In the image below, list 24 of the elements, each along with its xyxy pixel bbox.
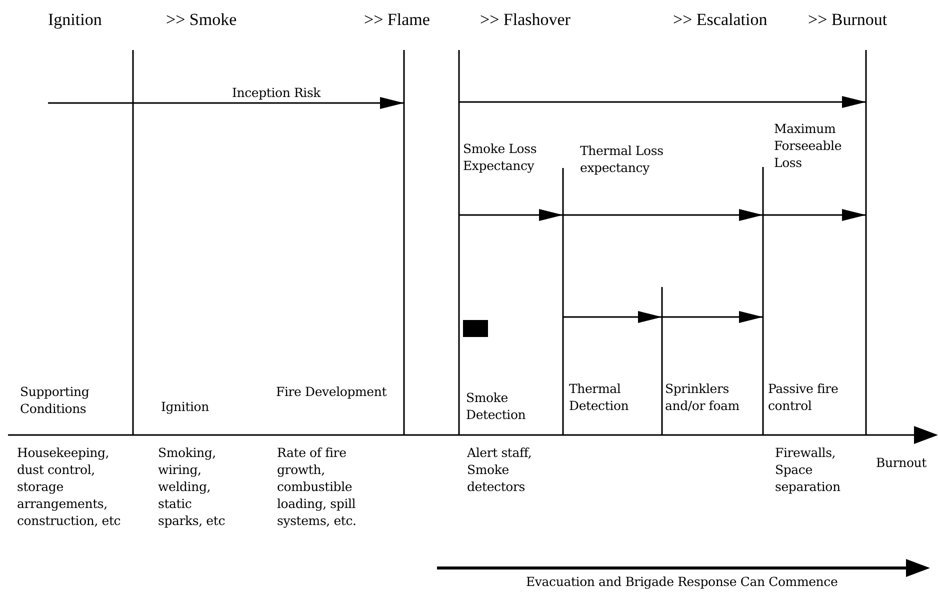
stage-label: >> Flame	[364, 10, 431, 30]
description-text: Alert staff, Smoke detectors	[467, 444, 533, 495]
stage-label: >> Escalation	[673, 10, 768, 30]
phase-label: Sprinklers and/or foam	[665, 380, 740, 414]
description-text: Rate of fire growth, combustible loading, spill systems, etc.	[277, 444, 358, 529]
stage-label: >> Burnout	[808, 10, 888, 30]
stage-label: >> Smoke	[166, 10, 238, 30]
phase-label: Thermal Detection	[569, 380, 630, 414]
description-text: Burnout	[876, 454, 928, 471]
phase-label: Supporting Conditions	[20, 383, 90, 417]
phase-label: Fire Development	[276, 383, 388, 400]
phase-label: Ignition	[161, 398, 210, 415]
phase-label: Inception Risk	[232, 84, 322, 101]
phase-label: Passive fire control	[768, 380, 840, 414]
phase-label: Maximum Forseeable Loss	[774, 120, 843, 171]
phase-label: Smoke Detection	[466, 389, 527, 423]
description-text: Housekeeping, dust control, storage arrangements, construction, etc	[17, 444, 122, 529]
description-text: Smoking, wiring, welding, static sparks, etc	[158, 444, 226, 529]
phase-label: Smoke Loss Expectancy	[463, 140, 538, 174]
stage-label: Ignition	[48, 10, 103, 30]
phase-label: Thermal Loss expectancy	[580, 142, 664, 176]
description-text: Evacuation and Brigade Response Can Commence	[526, 573, 839, 590]
stage-label: >> Flashover	[480, 10, 572, 30]
description-text: Firewalls, Space separation	[775, 444, 842, 495]
